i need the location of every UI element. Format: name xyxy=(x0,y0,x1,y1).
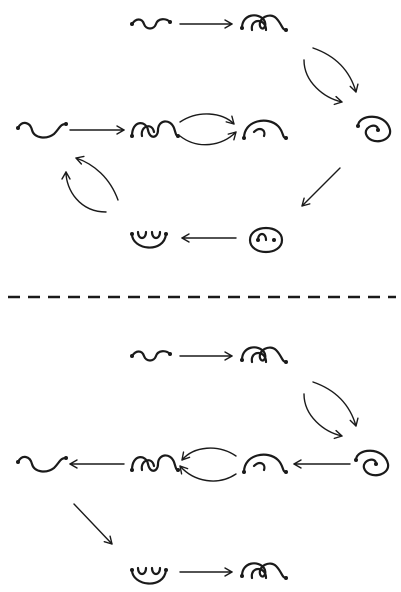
wave-curve-icon xyxy=(16,121,68,139)
spiral-curve-icon xyxy=(354,449,390,477)
two-loop-chain-curve-icon xyxy=(130,454,180,472)
two-loop-chain-curve-icon xyxy=(130,120,180,138)
bottom-panel xyxy=(16,346,390,585)
cup-curve-icon xyxy=(130,566,168,585)
wave-curve-icon xyxy=(130,18,172,30)
cup-curve-icon xyxy=(130,230,168,249)
arc-curve-icon xyxy=(242,119,288,140)
curved-arrow xyxy=(303,59,343,106)
curved-arrow xyxy=(181,447,237,461)
curved-arrow xyxy=(179,131,237,146)
wave-curve-icon xyxy=(16,455,68,473)
wave-curve-icon xyxy=(130,350,172,362)
loop-curve-icon xyxy=(248,226,284,254)
arrow-down-left xyxy=(301,167,341,207)
double-loop-curve-icon xyxy=(240,346,288,364)
arrow-down-right xyxy=(73,503,113,545)
arc-curve-icon xyxy=(242,453,288,474)
curved-arrow xyxy=(312,381,359,427)
curved-arrow xyxy=(61,171,107,213)
curved-arrow xyxy=(312,47,359,93)
curved-arrow xyxy=(303,393,343,440)
spiral-curve-icon xyxy=(356,115,392,143)
top-panel xyxy=(16,14,392,254)
curved-arrow xyxy=(179,113,235,125)
double-loop-curve-icon xyxy=(240,562,288,580)
curved-arrow xyxy=(75,155,119,201)
double-loop-curve-icon xyxy=(240,14,288,32)
curved-arrow xyxy=(179,465,237,482)
